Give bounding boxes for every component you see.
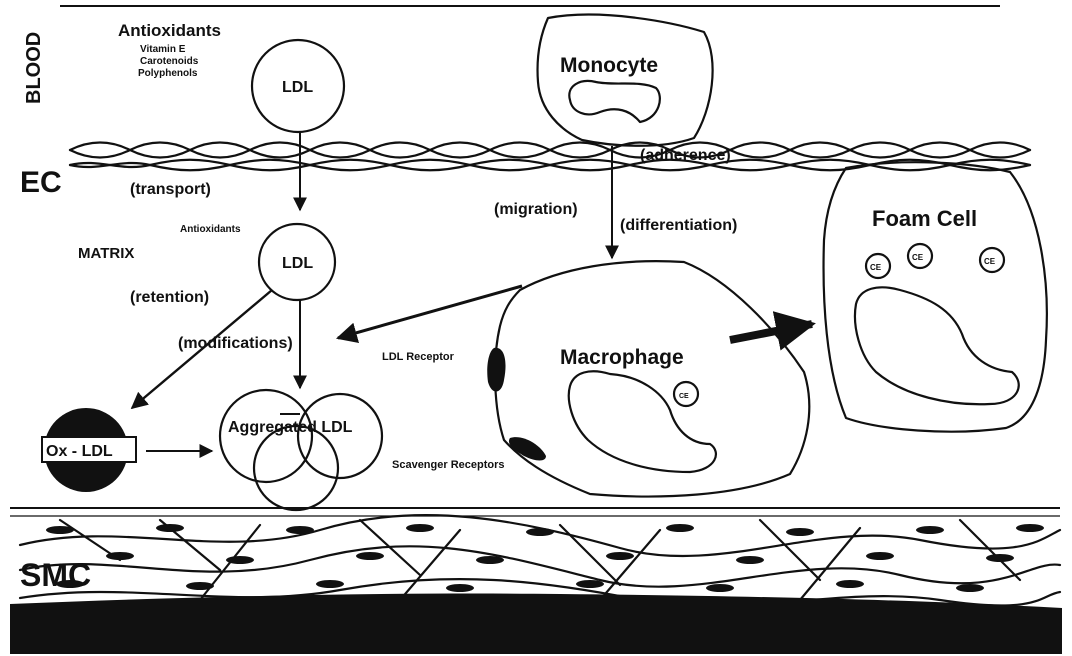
monocyte-nucleus <box>569 81 660 122</box>
smc-label: SMC <box>20 557 91 593</box>
foam-ce-label-1: CE <box>870 263 882 272</box>
macrophage-cell <box>495 261 809 496</box>
retention-label: (retention) <box>130 289 209 306</box>
matrix-antioxidants-label: Antioxidants <box>180 224 241 235</box>
migration-label: (migration) <box>494 201 578 218</box>
blood-label: BLOOD <box>23 32 45 104</box>
matrix-label: MATRIX <box>78 245 134 262</box>
foam-cell-nucleus <box>855 287 1019 404</box>
antioxidant-item-2: Carotenoids <box>140 56 199 67</box>
scavenger-receptor-label: Scavenger Receptors <box>392 459 505 471</box>
adherence-label: (adherence) <box>640 147 731 164</box>
macrophage-label: Macrophage <box>560 346 684 369</box>
ec-label: EC <box>20 166 62 199</box>
macrophage-ce-label: CE <box>679 393 689 400</box>
foam-cell <box>824 162 1047 431</box>
foam-ce-label-3: CE <box>984 257 996 266</box>
scavenger-receptor-mark <box>509 437 546 460</box>
differentiation-label: (differentiation) <box>620 217 737 234</box>
ldl-blood-label: LDL <box>282 79 313 96</box>
macrophage-modification-arrow <box>338 286 522 338</box>
monocyte-cell <box>537 15 712 146</box>
aggregated-ldl-cluster <box>220 390 382 510</box>
ox-ldl-label: Ox - LDL <box>46 443 113 460</box>
antioxidant-item-1: Vitamin E <box>140 44 186 55</box>
antioxidant-item-3: Polyphenols <box>138 68 198 79</box>
ldl-matrix-label: LDL <box>282 255 313 272</box>
endothelium-layer <box>70 143 1030 171</box>
foam-cell-label: Foam Cell <box>872 206 977 231</box>
smc-layer <box>10 508 1062 654</box>
antioxidants-title: Antioxidants <box>118 21 221 40</box>
monocyte-label: Monocyte <box>560 54 658 77</box>
modifications-label: (modifications) <box>178 335 293 352</box>
foam-ce-label-2: CE <box>912 253 924 262</box>
transport-label: (transport) <box>130 181 211 198</box>
ldl-receptor-mark <box>487 348 505 392</box>
macrophage-to-foamcell-arrow <box>730 324 812 340</box>
aggregated-ldl-label: Aggregated LDL <box>228 419 353 436</box>
ldl-receptor-label: LDL Receptor <box>382 351 455 363</box>
